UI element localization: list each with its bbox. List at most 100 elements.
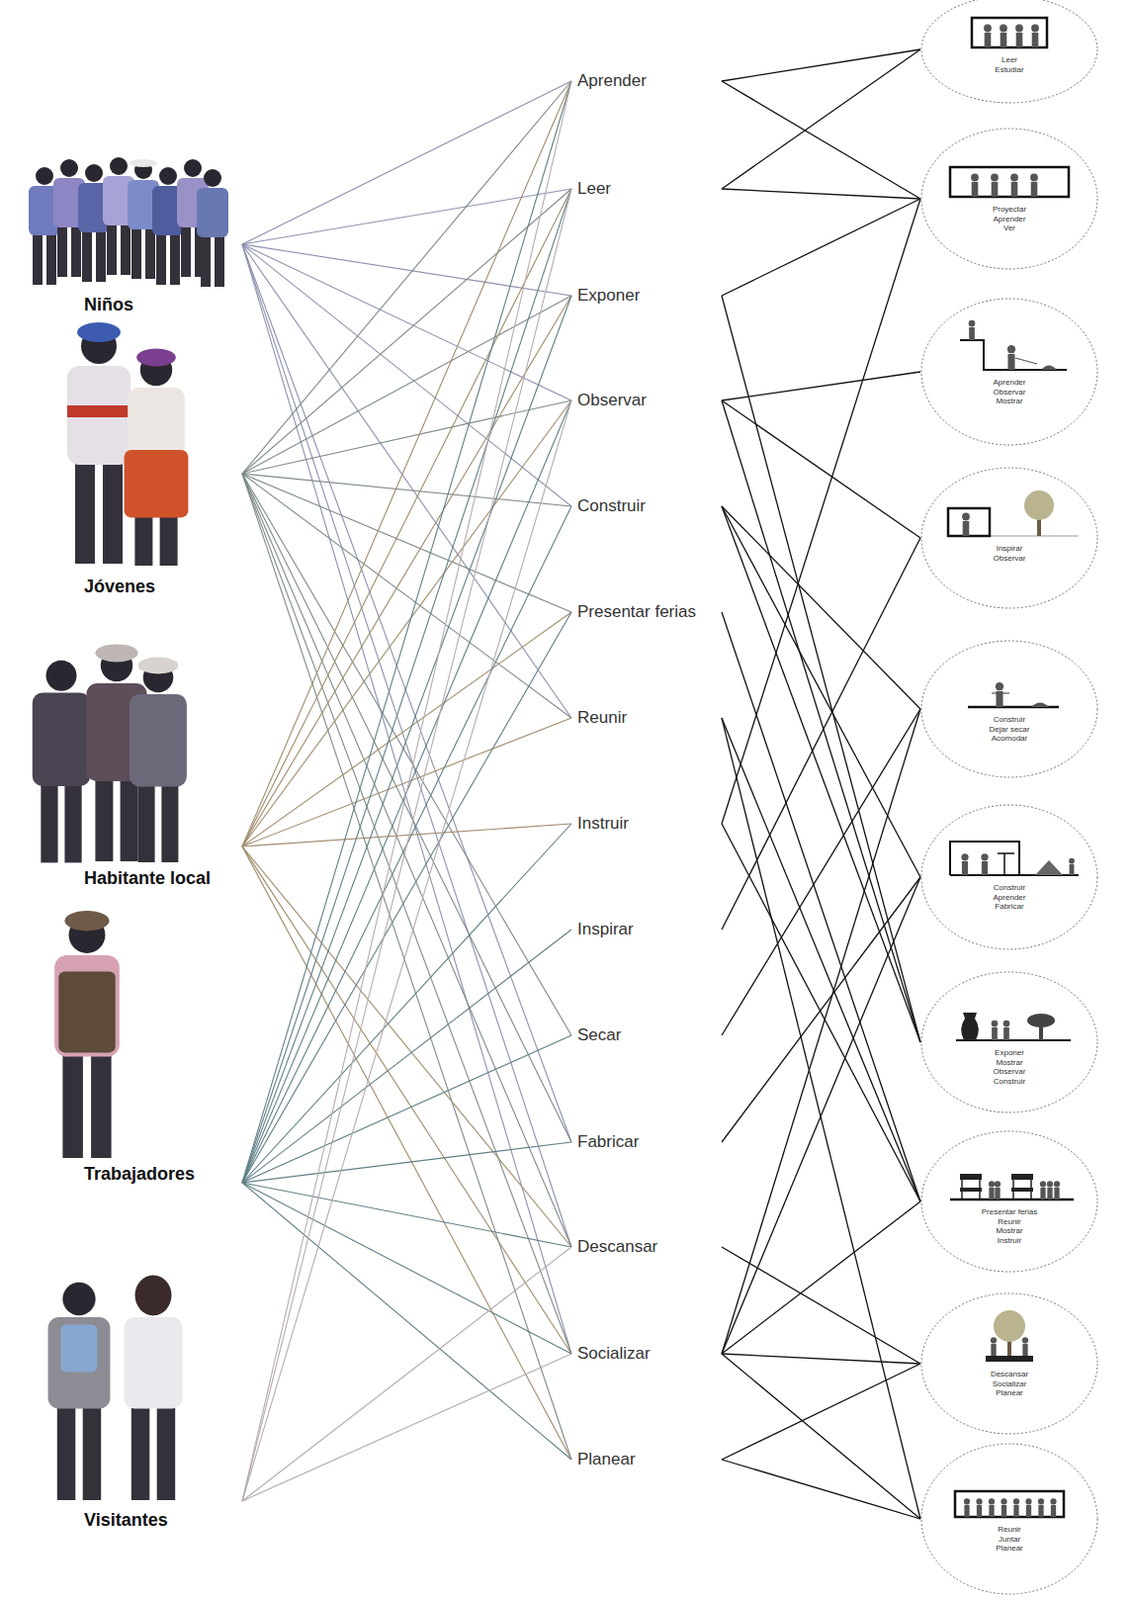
space-bubble: AprenderObservarMostrar — [920, 297, 1099, 446]
figure-head — [1025, 1497, 1032, 1504]
space-bubble: ProyectarAprenderVer — [920, 127, 1099, 270]
connector-line — [721, 1363, 921, 1460]
figure-hat — [94, 643, 138, 662]
figure-head — [991, 1020, 999, 1028]
workshop-frame — [950, 841, 1020, 875]
activity-name: Fabricar — [571, 1129, 639, 1155]
space-sketch — [985, 1309, 1034, 1362]
connector-line — [242, 717, 572, 847]
figure-head — [994, 1180, 1001, 1187]
activity-label: Descansar — [571, 1233, 722, 1260]
bubble-outline — [920, 970, 1099, 1114]
figure-head — [988, 1497, 995, 1504]
figure-body — [1032, 32, 1040, 48]
figure-head — [1022, 1336, 1029, 1343]
connector-line — [721, 717, 921, 1519]
activity-name: Inspirar — [571, 916, 634, 943]
stall-table — [1011, 1187, 1034, 1192]
figure-body — [991, 181, 999, 197]
figure-head — [1015, 24, 1024, 33]
figure-body — [961, 861, 968, 875]
mushroom-cap — [1027, 1013, 1055, 1028]
space-activity: Reunir — [920, 1217, 1099, 1227]
connector-line — [242, 611, 572, 1183]
activity-label: Secar — [571, 1022, 722, 1048]
figure-head — [961, 513, 970, 522]
bench — [985, 1355, 1034, 1362]
figure-body — [1053, 1187, 1059, 1200]
figure-head — [1046, 1180, 1053, 1187]
figure-body — [988, 1187, 994, 1200]
group-name: Jóvenes — [84, 575, 156, 598]
activity-name: Observar — [571, 387, 647, 414]
figure-body — [1007, 353, 1015, 370]
connector-line — [242, 473, 572, 1247]
figure-coat — [48, 1316, 111, 1409]
activity-name: Planear — [571, 1446, 636, 1473]
figure-shirt — [54, 955, 120, 1057]
dashed-ellipse — [921, 1131, 1098, 1272]
children-figures — [28, 157, 229, 287]
local-figure — [129, 657, 187, 863]
dashed-ellipse — [921, 0, 1098, 103]
activity-label: Exponer — [571, 282, 722, 309]
figure-coat — [127, 387, 185, 459]
connector-line — [242, 81, 572, 474]
group-name: Trabajadores — [84, 1162, 195, 1185]
bubble-outline — [920, 1292, 1099, 1435]
figure-head — [1013, 1497, 1020, 1504]
connector-line — [242, 188, 572, 474]
figure-hair — [135, 1274, 173, 1315]
visitor-figure — [48, 1282, 111, 1500]
connector-line — [242, 473, 572, 612]
connector-line — [721, 400, 921, 1043]
bubble-outline — [920, 466, 1099, 610]
figure-hat — [136, 348, 176, 366]
space-activity: Mostrar — [920, 396, 1099, 407]
activity-label: Presentar ferias — [571, 599, 722, 625]
activity-name: Descansar — [571, 1233, 658, 1260]
figure-body — [991, 1027, 998, 1041]
activity-name: Secar — [571, 1022, 621, 1048]
figure-coat — [123, 1316, 182, 1409]
figure-hat — [129, 159, 158, 168]
dashed-ellipse — [921, 298, 1098, 445]
space-sketch — [959, 320, 1067, 370]
adobe-mound — [1031, 702, 1049, 708]
connector-line — [242, 473, 572, 507]
pointing-arm — [1015, 357, 1038, 364]
connector-line — [721, 1246, 921, 1364]
material-pile — [1035, 860, 1063, 875]
dashed-ellipse — [921, 1293, 1098, 1434]
stall-roof — [959, 1173, 982, 1180]
figure-head — [1003, 1020, 1011, 1028]
activity-label: Leer — [571, 175, 722, 202]
room-box — [948, 508, 990, 536]
connector-line — [242, 473, 572, 1460]
figure-backpack — [61, 1323, 98, 1372]
connector-line — [721, 506, 921, 877]
clay-mound — [1041, 365, 1057, 371]
figure-body — [1013, 1504, 1019, 1517]
connector-line — [242, 611, 572, 847]
connector-line — [242, 929, 572, 1183]
user-group: Habitante local — [29, 642, 243, 892]
figure-head — [1000, 1497, 1007, 1504]
figure-body — [962, 521, 970, 536]
figure-body — [1031, 181, 1039, 197]
connector-line — [242, 295, 572, 1183]
space-activity: Mostrar — [920, 1057, 1099, 1068]
connector-line — [242, 1182, 572, 1460]
figure-body — [1026, 1504, 1032, 1517]
figure-head — [1049, 1497, 1056, 1504]
room-box — [955, 1490, 1064, 1517]
connector-line — [721, 717, 921, 1202]
space-activity: Dejar secar — [920, 724, 1099, 735]
connector-line — [242, 823, 572, 1183]
connector-line — [242, 81, 572, 847]
activity-name: Reunir — [571, 704, 627, 731]
figure-hat — [64, 910, 109, 932]
figure-hat — [77, 322, 121, 343]
connector-line — [721, 537, 921, 930]
connector-line — [721, 876, 921, 1142]
